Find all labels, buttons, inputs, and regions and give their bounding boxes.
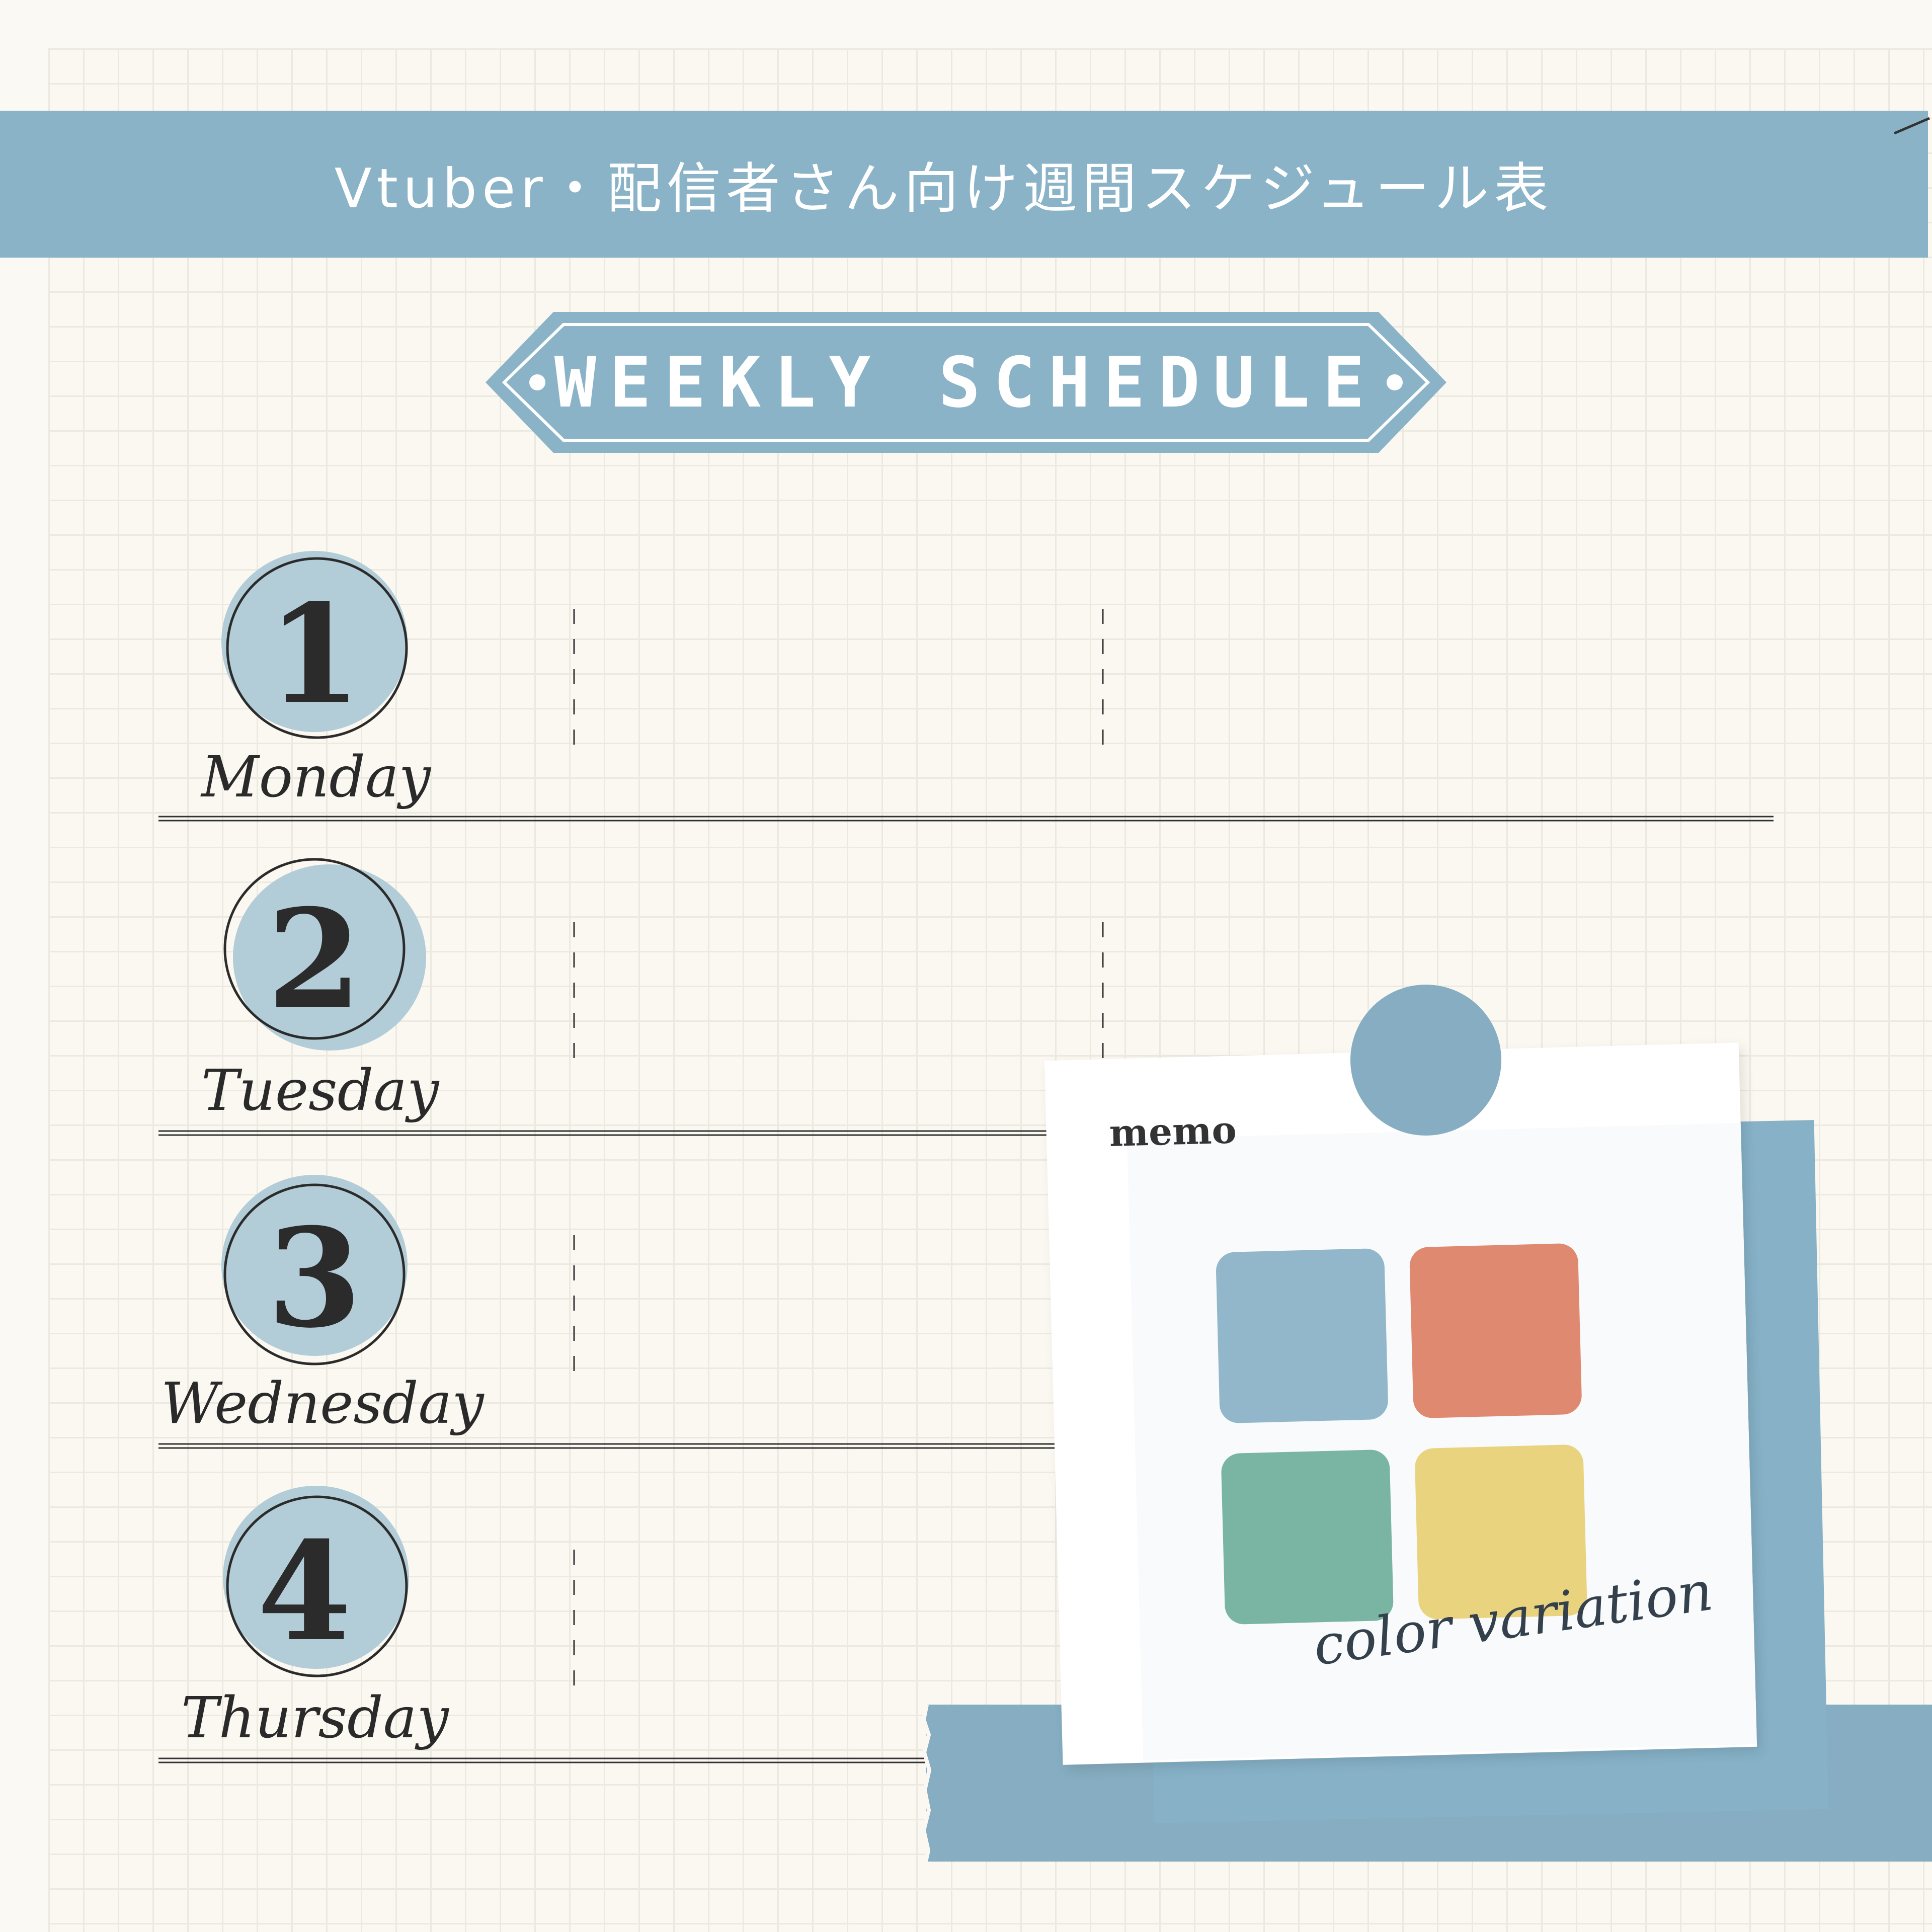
memo-label: memo xyxy=(1108,1108,1237,1155)
number-circle xyxy=(221,551,408,739)
row-rule xyxy=(158,1130,1059,1136)
number-circle xyxy=(223,1486,409,1677)
swatch-blue xyxy=(1216,1248,1389,1424)
day-name: Monday xyxy=(201,745,431,810)
number-circle xyxy=(223,858,426,1051)
column-divider xyxy=(1102,922,1104,1073)
day-name: Thursday xyxy=(181,1685,449,1751)
day-row-thursday: 4 Thursday xyxy=(0,1474,1932,1786)
column-divider xyxy=(1102,609,1104,760)
weekly-schedule-ribbon xyxy=(486,312,1446,453)
column-divider xyxy=(573,609,575,760)
column-divider xyxy=(573,922,575,1073)
day-number: 4 xyxy=(257,1511,352,1671)
row-rule xyxy=(158,816,1774,822)
page-corner-mark xyxy=(1894,117,1930,135)
column-divider xyxy=(573,1235,575,1386)
swatch-orange xyxy=(1409,1243,1582,1419)
day-name: Tuesday xyxy=(201,1058,439,1123)
memo-inner-panel xyxy=(1127,1123,1757,1760)
weekly-schedule-label: WEEKLY SCHEDULE xyxy=(554,342,1378,423)
number-circle xyxy=(221,1175,408,1365)
day-row-tuesday: 2 Tuesday xyxy=(0,847,1932,1159)
day-number: 2 xyxy=(267,879,362,1039)
pin-dot xyxy=(1350,985,1501,1136)
day-name: Wednesday xyxy=(161,1371,484,1436)
day-number: 1 xyxy=(267,574,362,734)
day-row-wednesday: 3 Wednesday xyxy=(0,1160,1932,1472)
swatch-green xyxy=(1221,1449,1394,1625)
title-band: Vtuber・配信者さん向け週間スケジュール表 xyxy=(0,111,1928,258)
column-divider xyxy=(573,1550,575,1701)
tape-torn-edge xyxy=(922,1705,932,1862)
day-number: 3 xyxy=(267,1198,362,1358)
row-rule xyxy=(158,1443,1059,1449)
page-title: Vtuber・配信者さん向け週間スケジュール表 xyxy=(334,157,1554,220)
day-row-monday: 1 Monday xyxy=(0,533,1932,845)
